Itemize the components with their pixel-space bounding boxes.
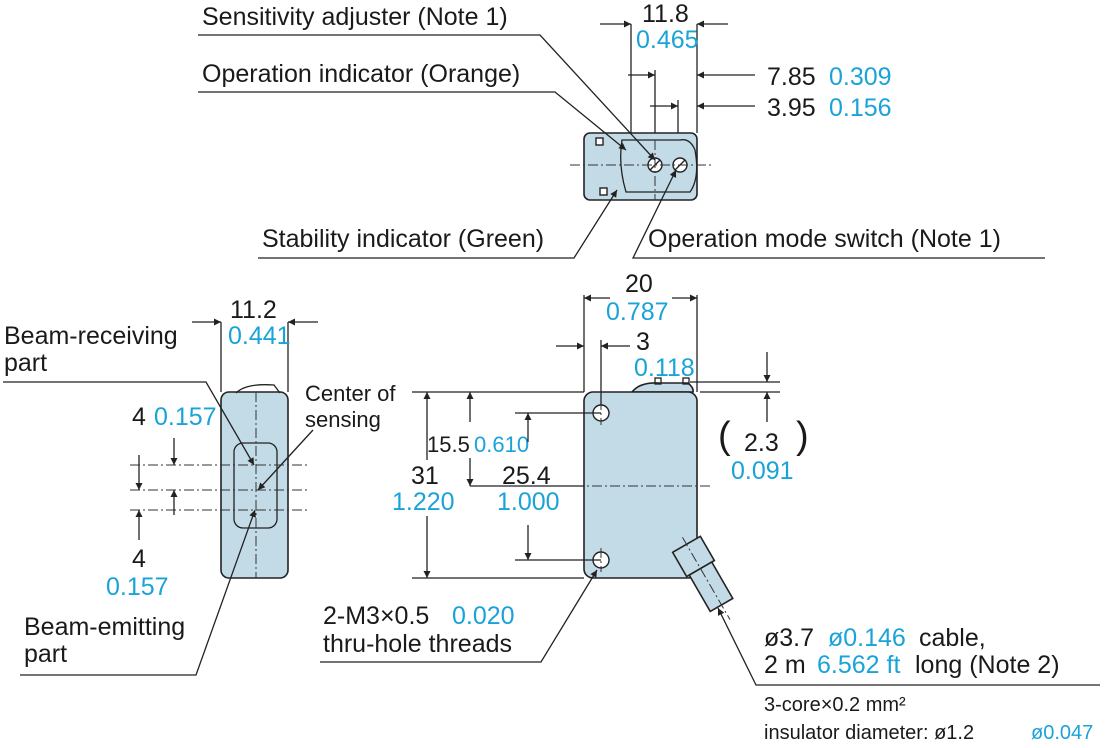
front-half-in: 0.610 <box>474 432 529 457</box>
beam-receiving-label-2: part <box>4 349 47 377</box>
side-width-in: 0.441 <box>228 322 291 350</box>
front-top-in: 0.091 <box>731 457 794 485</box>
front-view-body <box>583 391 698 579</box>
side-view: 11.2 0.441 4 0.157 4 0.157 Beam-receivin… <box>3 296 396 676</box>
paren-open: ( <box>718 415 731 457</box>
beam-receiving-label-1: Beam-receiving <box>4 322 178 350</box>
front-view: 20 0.787 3 0.118 ( ) 2.3 0.091 31 1.220 … <box>320 270 1100 744</box>
front-view-top-boss <box>630 382 694 393</box>
top-dim-b-mm: 3.95 <box>767 94 816 122</box>
operation-indicator-label: Operation indicator (Orange) <box>202 60 520 88</box>
insulator-label-mm: insulator diameter: ø1.2 <box>764 722 974 744</box>
cable <box>671 535 734 620</box>
top-view-marker-bl <box>599 187 608 196</box>
thread-label-in: 0.020 <box>452 602 515 630</box>
cable-length-in: 6.562 ft <box>817 651 900 679</box>
sensitivity-adjuster-label: Sensitivity adjuster (Note 1) <box>202 3 508 31</box>
cable-length-mm: 2 m <box>764 651 806 679</box>
front-half-mm: 15.5 <box>427 432 470 457</box>
front-offset-in: 0.118 <box>634 354 695 382</box>
side-upper-mm: 4 <box>132 403 146 431</box>
thread-label-mm: 2-M3×0.5 <box>323 602 429 630</box>
top-view: 11.8 0.465 7.85 0.309 3.95 0.156 Sensiti… <box>198 0 1045 259</box>
center-of-sensing-label-2: sensing <box>305 407 381 432</box>
top-dim-b-in: 0.156 <box>829 94 892 122</box>
top-width-mm: 11.8 <box>642 0 689 28</box>
side-lower-in: 0.157 <box>106 573 169 601</box>
thread-label-2: thru-hole threads <box>323 630 512 658</box>
beam-emitting-label-2: part <box>24 640 67 668</box>
cable-diameter-mm: ø3.7 <box>764 624 814 652</box>
center-of-sensing-label-1: Center of <box>305 381 396 406</box>
side-view-body <box>220 391 289 579</box>
insulator-label-in: ø0.047 <box>1031 722 1093 744</box>
paren-close: ) <box>796 415 809 457</box>
cable-core-label: 3-core×0.2 mm² <box>764 694 906 716</box>
front-top-mm: 2.3 <box>744 429 779 457</box>
front-height-mm: 31 <box>411 462 439 490</box>
beam-emitting-label-1: Beam-emitting <box>24 613 185 641</box>
operation-mode-switch-label: Operation mode switch (Note 1) <box>648 225 1001 253</box>
cable-diameter-in: ø0.146 <box>828 624 906 652</box>
top-view-recess <box>620 139 698 193</box>
stability-indicator-label: Stability indicator (Green) <box>262 225 544 253</box>
front-offset-mm: 3 <box>636 328 650 356</box>
top-view-marker-tl <box>595 137 604 146</box>
top-dim-a-mm: 7.85 <box>767 63 816 91</box>
front-pitch-mm: 25.4 <box>502 462 551 490</box>
top-dim-a-in: 0.309 <box>829 63 892 91</box>
front-width-mm: 20 <box>625 270 653 298</box>
top-width-in: 0.465 <box>636 26 699 54</box>
cable-diameter-tail: cable, <box>919 624 986 652</box>
front-width-in: 0.787 <box>606 298 669 326</box>
front-pitch-in: 1.000 <box>497 488 560 516</box>
side-lower-mm: 4 <box>132 545 146 573</box>
side-width-mm: 11.2 <box>230 296 277 324</box>
cable-length-tail: long (Note 2) <box>915 651 1060 679</box>
side-upper-in: 0.157 <box>154 403 217 431</box>
front-height-in: 1.220 <box>392 488 455 516</box>
